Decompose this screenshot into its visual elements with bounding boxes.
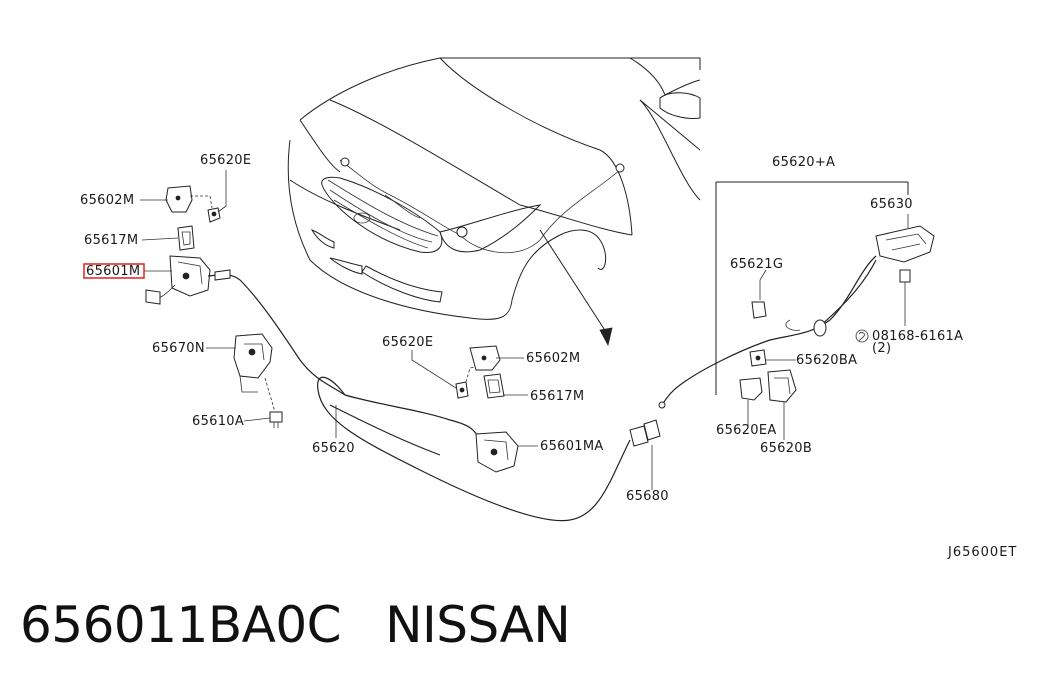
- label-65620E-top: 65620E: [200, 153, 251, 168]
- parts-diagram: 65620E 65602M 65617M 65601M 65670N 65610…: [80, 57, 1017, 560]
- car-front-outline: [287, 57, 701, 320]
- label-65620B: 65620B: [760, 441, 812, 456]
- label-65620E-mid: 65620E: [382, 335, 433, 350]
- arrow-to-assembly: [539, 229, 613, 347]
- hood-lock-right-group: [658, 181, 935, 432]
- label-65680: 65680: [626, 489, 669, 504]
- part-number-caption: 656011BA0C: [20, 596, 342, 654]
- label-08168: 08168-6161A: [872, 329, 963, 344]
- label-65602M-left: 65602M: [80, 193, 134, 208]
- label-65620EA: 65620EA: [716, 423, 777, 438]
- label-65620BA: 65620BA: [796, 353, 857, 368]
- release-cable: [317, 376, 631, 522]
- label-65601M-left: 65601M: [86, 264, 140, 279]
- label-65620A: 65620+A: [772, 155, 835, 170]
- label-65610A: 65610A: [192, 414, 244, 429]
- part-labels: 65620E 65602M 65617M 65601M 65670N 65610…: [80, 153, 1017, 560]
- highlight-box-65601M: [83, 263, 145, 279]
- brand-caption: NISSAN: [385, 596, 571, 654]
- label-65602M-right: 65602M: [526, 351, 580, 366]
- leader-lines: [140, 170, 796, 490]
- reference-code: J65600ET: [947, 545, 1017, 560]
- label-65620: 65620: [312, 441, 355, 456]
- label-08168-qty: (2): [872, 341, 891, 356]
- label-65670N: 65670N: [152, 341, 205, 356]
- hood-lock-middle-group: [455, 345, 661, 473]
- label-65630: 65630: [870, 197, 913, 212]
- label-65617M-left: 65617M: [84, 233, 138, 248]
- label-65621G: 65621G: [730, 257, 783, 272]
- caption-bar: 656011BA0C NISSAN: [20, 596, 571, 654]
- hood-lock-left-group: [145, 185, 346, 428]
- label-65601MA: 65601MA: [540, 439, 604, 454]
- label-65617M-right: 65617M: [530, 389, 584, 404]
